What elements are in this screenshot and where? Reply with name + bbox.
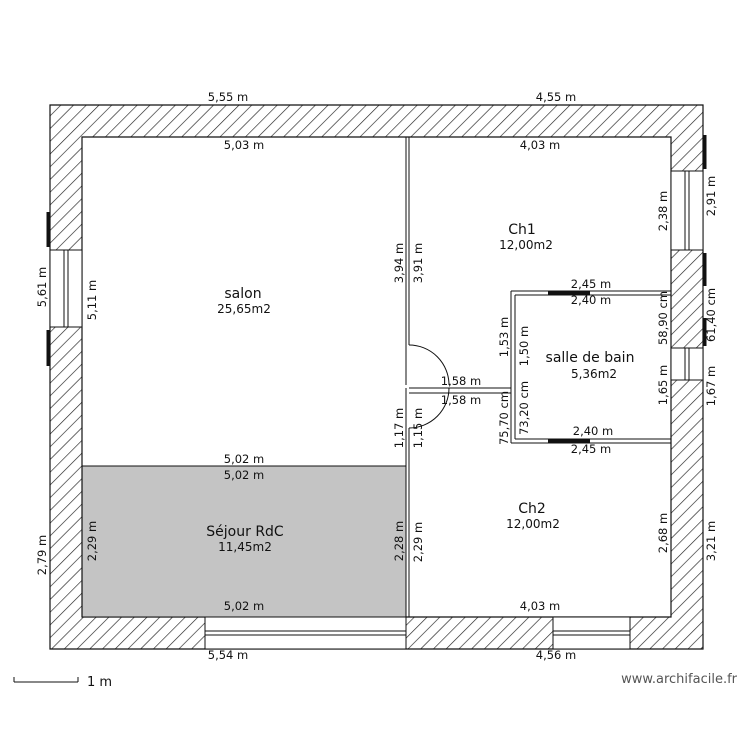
dim-sdb-bottom-outer: 2,45 m bbox=[571, 442, 611, 456]
dim-ch2-bottom-int: 4,03 m bbox=[520, 599, 560, 613]
dim-ch2-right-int: 2,68 m bbox=[656, 513, 670, 553]
dim-corridor-bottom: 1,58 m bbox=[441, 393, 481, 407]
dim-sdb-top-outer: 2,45 m bbox=[571, 277, 611, 291]
room-area-sdb: 5,36m2 bbox=[571, 367, 617, 381]
sejour-floor bbox=[82, 466, 406, 616]
room-area-sejour: 11,45m2 bbox=[218, 540, 272, 554]
dim-right-mid-int: 58,90 cm bbox=[656, 291, 670, 345]
dim-sejour-top-int: 5,02 m bbox=[224, 468, 264, 482]
dim-sdb-left-lower-inner: 73,20 cm bbox=[517, 381, 531, 435]
dim-top-right-ext: 4,55 m bbox=[536, 90, 576, 104]
dim-right-bottom-ext: 3,21 m bbox=[704, 521, 718, 561]
windows bbox=[49, 170, 704, 650]
door-swings bbox=[405, 344, 450, 429]
dim-right-top-ext: 2,91 m bbox=[704, 176, 718, 216]
dim-sdb-left-upper-inner: 1,50 m bbox=[517, 326, 531, 366]
dim-partition-lower-right: 2,29 m bbox=[411, 522, 425, 562]
sdb-doors bbox=[548, 291, 590, 443]
dim-salon-bottom-int: 5,02 m bbox=[224, 452, 264, 466]
dim-partition-upper-right: 3,91 m bbox=[411, 243, 425, 283]
dim-partition-mid-right: 1,15 m bbox=[411, 408, 425, 448]
partitions bbox=[82, 137, 671, 617]
dim-top-left-ext: 5,55 m bbox=[208, 90, 248, 104]
window-frames bbox=[46, 135, 707, 366]
room-name-salon: salon bbox=[224, 286, 261, 302]
dim-sdb-right-int: 1,65 m bbox=[656, 365, 670, 405]
dim-right-mid-ext: 61,40 cm bbox=[704, 288, 718, 342]
room-name-sejour: Séjour RdC bbox=[206, 524, 284, 540]
dim-sdb-top-inner: 2,40 m bbox=[571, 293, 611, 307]
dim-partition-mid-left: 1,17 m bbox=[392, 408, 406, 448]
dim-left-lower-ext: 2,79 m bbox=[35, 535, 49, 575]
dim-sdb-left-lower-outer: 75,70 cm bbox=[497, 391, 511, 445]
room-area-salon: 25,65m2 bbox=[217, 302, 271, 316]
dim-ch1-right-int: 2,38 m bbox=[656, 191, 670, 231]
room-name-ch1: Ch1 bbox=[508, 222, 536, 238]
room-area-ch2: 12,00m2 bbox=[506, 517, 560, 531]
watermark: www.archifacile.fr bbox=[621, 672, 737, 687]
dim-left-upper-ext: 5,61 m bbox=[35, 267, 49, 307]
room-name-sdb: salle de bain bbox=[546, 350, 635, 366]
dim-bottom-left-ext: 5,54 m bbox=[208, 648, 248, 662]
dim-right-sdb-ext: 1,67 m bbox=[704, 366, 718, 406]
dim-partition-upper-left: 3,94 m bbox=[392, 243, 406, 283]
dim-corridor-top: 1,58 m bbox=[441, 374, 481, 388]
dim-left-lower-int: 2,29 m bbox=[85, 521, 99, 561]
scale-bar bbox=[13, 677, 79, 683]
room-name-ch2: Ch2 bbox=[518, 501, 546, 517]
dim-partition-lower-left: 2,28 m bbox=[392, 521, 406, 561]
dim-ch1-top-int: 4,03 m bbox=[520, 138, 560, 152]
dim-left-upper-int: 5,11 m bbox=[85, 280, 99, 320]
dim-sdb-left-upper-outer: 1,53 m bbox=[497, 317, 511, 357]
window-glazing bbox=[63, 171, 690, 636]
dim-salon-top-int: 5,03 m bbox=[224, 138, 264, 152]
exterior-walls bbox=[49, 104, 704, 650]
dim-bottom-right-ext: 4,56 m bbox=[536, 648, 576, 662]
dim-sejour-bottom-int: 5,02 m bbox=[224, 599, 264, 613]
room-area-ch1: 12,00m2 bbox=[499, 238, 553, 252]
scale-label: 1 m bbox=[87, 675, 112, 690]
dim-sdb-bottom-inner: 2,40 m bbox=[573, 424, 613, 438]
